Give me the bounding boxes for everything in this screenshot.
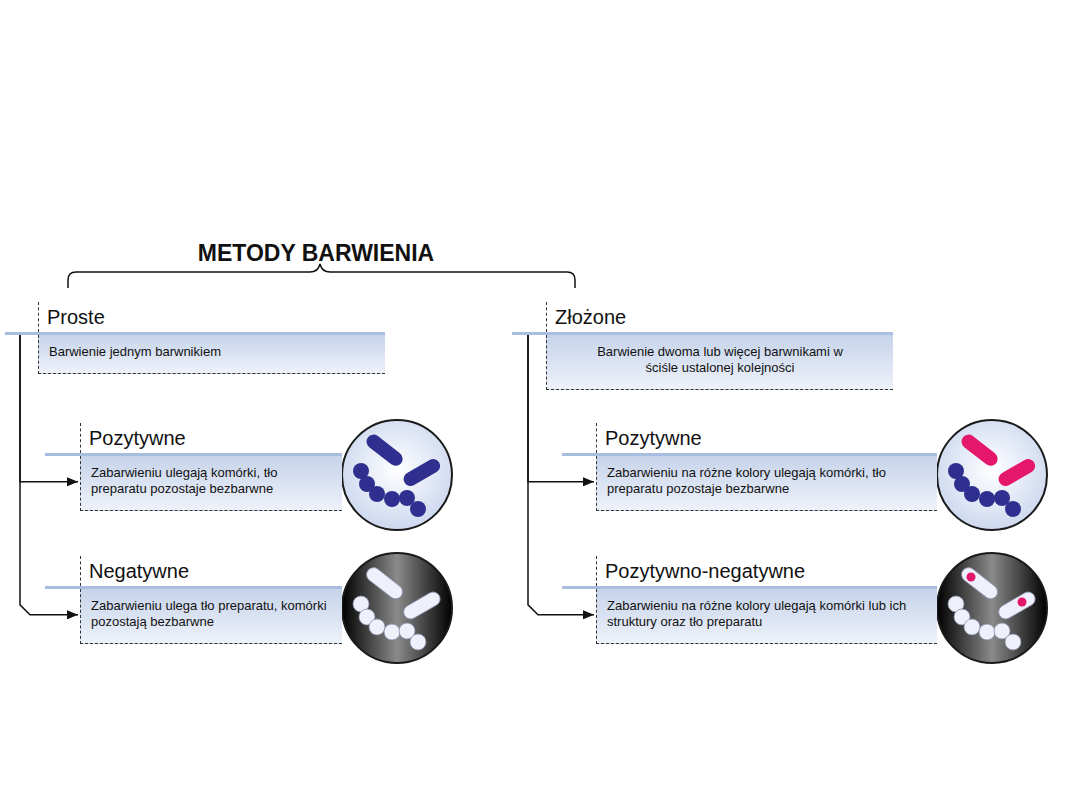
box-text: Zabarwieniu na różne kolory ulegają komó… xyxy=(607,598,906,629)
branch-arrow xyxy=(20,335,78,615)
box-body: Zabarwieniu na różne kolory ulegają komó… xyxy=(596,589,937,644)
box-heading: Proste xyxy=(47,306,105,328)
box-heading: Złożone xyxy=(555,306,626,328)
slide-field xyxy=(937,553,1047,663)
box-text: Zabarwieniu ulega tło preparatu, komórki… xyxy=(91,598,327,629)
spore-spot xyxy=(1018,598,1027,607)
box-body: Zabarwieniu ulega tło preparatu, komórki… xyxy=(80,589,342,644)
slide-field xyxy=(937,420,1047,530)
bracket xyxy=(68,264,575,288)
box-body: Barwienie jednym barwnikiem xyxy=(38,335,385,374)
spore-spot xyxy=(967,573,976,582)
box-heading-area: Pozytywne xyxy=(80,423,342,453)
rod-cell xyxy=(401,589,443,621)
rod-cell xyxy=(959,565,1001,602)
box-heading-area: Proste xyxy=(38,302,385,332)
positive-stain-figure xyxy=(342,420,452,530)
box-text: Barwienie jednym barwnikiem xyxy=(49,344,221,359)
box-body: Barwienie dwoma lub więcej barwnikami w … xyxy=(546,335,893,390)
box-heading-area: Negatywne xyxy=(80,556,342,586)
box-heading-area: Pozytywno-negatywne xyxy=(596,556,937,586)
box-heading: Negatywne xyxy=(89,560,189,582)
box-heading: Pozytywne xyxy=(605,427,702,449)
box-heading: Pozytywno-negatywne xyxy=(605,560,805,582)
method-box: ProsteBarwienie jednym barwnikiem xyxy=(38,302,385,374)
slide-field xyxy=(342,420,452,530)
coccus-chain xyxy=(948,463,1021,517)
method-box: PozytywneZabarwieniu ulegają komórki, tł… xyxy=(80,423,342,511)
box-heading-area: Złożone xyxy=(546,302,893,332)
diagram-title: METODY BARWIENIA xyxy=(146,240,486,267)
rod-cell xyxy=(364,432,406,469)
method-box: ZłożoneBarwienie dwoma lub więcej barwni… xyxy=(546,302,893,390)
rod-cell xyxy=(996,456,1038,488)
coccus-chain xyxy=(353,463,426,517)
negative-stain-figure xyxy=(342,553,452,663)
box-text: Zabarwieniu ulegają komórki, tło prepara… xyxy=(91,465,277,496)
rod-cell xyxy=(996,589,1038,621)
box-text: Zabarwieniu na różne kolory ulegają komó… xyxy=(607,465,886,496)
rod-cell xyxy=(364,565,406,602)
box-body: Zabarwieniu ulegają komórki, tło prepara… xyxy=(80,456,342,511)
method-box: Pozytywno-negatywneZabarwieniu na różne … xyxy=(596,556,937,644)
differential-stain-figure xyxy=(937,420,1047,530)
box-heading: Pozytywne xyxy=(89,427,186,449)
box-heading-area: Pozytywne xyxy=(596,423,937,453)
method-box: PozytywneZabarwieniu na różne kolory ule… xyxy=(596,423,937,511)
rod-cell xyxy=(401,456,443,488)
rod-cell xyxy=(959,432,1001,469)
box-text: Barwienie dwoma lub więcej barwnikami w … xyxy=(597,344,843,375)
positive-negative-stain-figure xyxy=(937,553,1047,663)
method-box: NegatywneZabarwieniu ulega tło preparatu… xyxy=(80,556,342,644)
slide-field xyxy=(342,553,452,663)
box-body: Zabarwieniu na różne kolory ulegają komó… xyxy=(596,456,937,511)
